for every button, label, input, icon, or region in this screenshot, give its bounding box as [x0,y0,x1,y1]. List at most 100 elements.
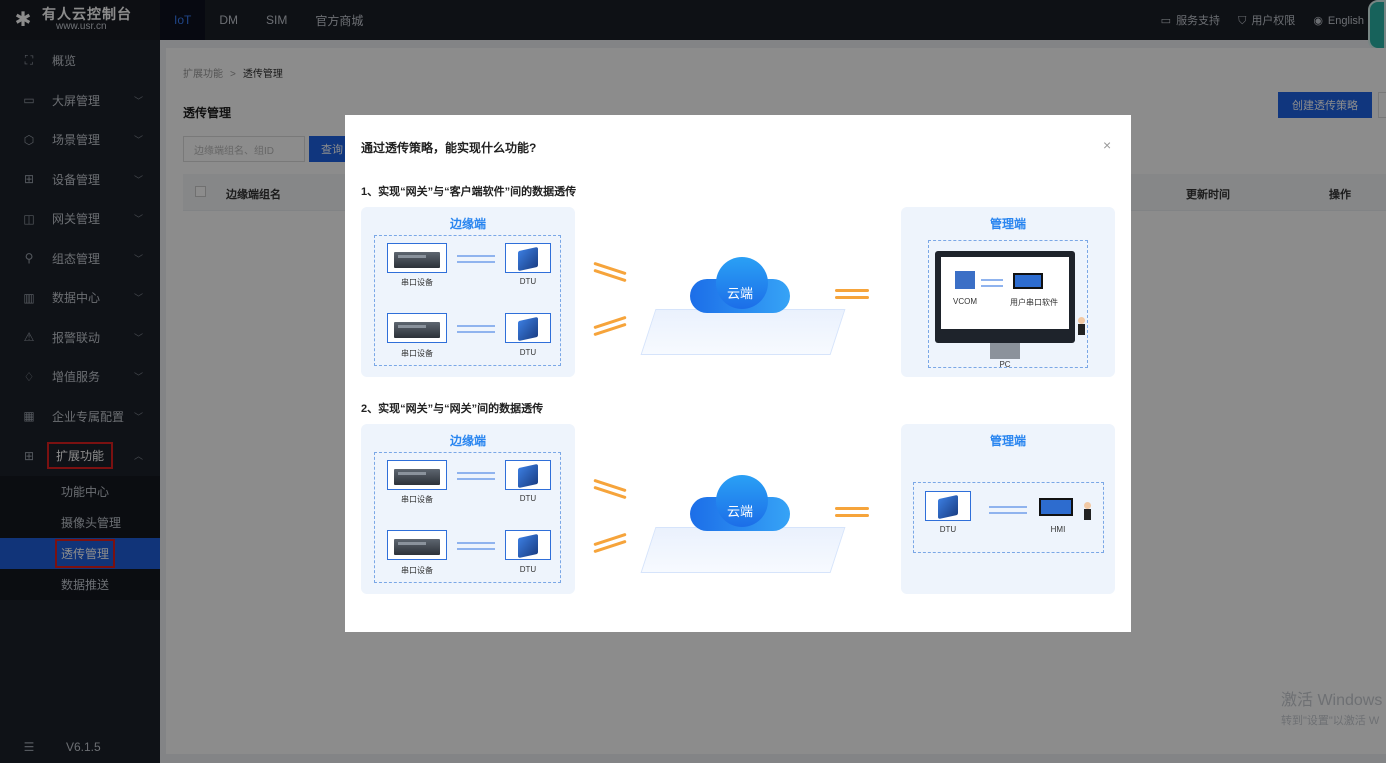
data-flow-arrow-icon [835,287,869,301]
dtu-image [505,530,551,560]
data-flow-arrow-icon [593,315,627,337]
sidebar-item-extension[interactable]: ⊞ 扩展功能 ︿ [23,442,144,470]
serial-device-image [387,243,447,273]
shield-icon: ⛉ [1238,15,1247,27]
sidebar-item-device[interactable]: ⊞ 设备管理 ﹀ [23,172,144,187]
chevron-down-icon: ﹀ [134,372,144,383]
extension-submenu: 功能中心 摄像头管理 透传管理 数据推送 [0,475,160,600]
bidirectional-arrow-icon [457,540,495,552]
dtu-image [925,491,971,521]
breadcrumb-item-current: 透传管理 [242,69,283,80]
user-permission-link[interactable]: ⛉用户权限 [1238,15,1296,27]
tab-dm[interactable]: DM [219,13,239,27]
serial-device-label: 串口设备 [401,566,433,575]
tab-iot[interactable]: IoT [160,0,206,40]
service-support-link[interactable]: ▭服务支持 [1160,15,1221,27]
globe-icon: ◉ [1313,14,1323,27]
usr-logo-icon: ✱ [14,9,32,31]
logo[interactable]: ✱ 有人云控制台 www.usr.cn [0,0,160,40]
sidebar-footer: ☰ V6.1.5 [0,731,160,763]
vcom-label: VCOM [953,297,977,306]
device-icon: ⊞ [23,172,35,187]
chat-icon: ▭ [1160,15,1172,27]
breadcrumb: 扩展功能 > 透传管理 [183,65,283,80]
version-label: V6.1.5 [66,740,101,754]
chevron-down-icon: ﹀ [134,293,144,304]
section-1-management-panel: 管理端 VCOM 用户串口软件 PC [901,207,1115,377]
bidirectional-arrow-icon [457,253,495,265]
submenu-item-camera[interactable]: 摄像头管理 [61,515,122,530]
serial-device-image [387,313,447,343]
language-switch[interactable]: ◉English [1313,14,1364,27]
serial-device-label: 串口设备 [401,278,433,287]
config-icon: ⚲ [24,251,34,266]
management-device-group [913,482,1104,553]
tab-store[interactable]: 官方商城 [315,13,364,28]
column-header-op: 操作 [1329,189,1351,201]
serial-device-image [387,530,447,560]
sidebar-item-value-added[interactable]: ♢ 增值服务 ﹀ [23,369,144,385]
chevron-down-icon: ﹀ [134,253,144,264]
sidebar-item-screen[interactable]: ▭ 大屏管理 ﹀ [23,93,144,108]
monitor-stand [990,343,1020,359]
column-header-time: 更新时间 [1186,189,1230,201]
tab-sim[interactable]: SIM [266,13,288,27]
data-center-icon: ▥ [23,290,35,305]
breadcrumb-item-extension[interactable]: 扩展功能 [183,69,223,80]
submenu-item-passthrough[interactable]: 透传管理 [0,537,160,569]
search-input[interactable]: 边缘端组名、组ID [183,136,305,162]
sidebar-item-data-center[interactable]: ▥ 数据中心 ﹀ [23,290,144,306]
dashboard-icon: ⛶ [24,53,34,68]
extension-icon: ⊞ [23,448,35,463]
select-all-checkbox[interactable] [195,186,206,197]
query-button[interactable]: 查询 [309,136,349,162]
submenu-item-function-center[interactable]: 功能中心 [61,484,110,499]
bidirectional-arrow-icon [981,277,1003,289]
data-flow-arrow-icon [593,261,627,283]
sidebar-item-alarm[interactable]: ⚠ 报警联动 ﹀ [23,330,144,345]
serial-device-label: 串口设备 [401,349,433,358]
submenu-item-data-push[interactable]: 数据推送 [61,577,110,592]
sidebar-item-overview[interactable]: ⛶ 概览 [0,41,160,81]
dtu-label: DTU [939,525,957,534]
sidebar: ✱ 有人云控制台 www.usr.cn ⛶ 概览 ▭ 大屏管理 ﹀ ⬡ 场景管理… [0,0,160,763]
windows-activation-watermark: 激活 Windows 转到"设置"以激活 W [1281,692,1383,727]
close-icon[interactable]: × [1103,137,1112,153]
sidebar-item-config[interactable]: ⚲ 组态管理 ﹀ [0,239,160,279]
edge-panel-title: 边缘端 [449,434,486,448]
person-icon [1075,317,1087,339]
dtu-label: DTU [519,348,537,357]
diamond-icon: ♢ [23,369,35,384]
section-1-title: 1、实现“网关”与“客户端软件”间的数据透传 [361,186,577,198]
scene-icon: ⬡ [23,132,35,147]
chevron-down-icon: ﹀ [134,135,144,146]
section-1-edge-panel: 边缘端 串口设备 DTU 串口设备 DTU [361,207,575,377]
dtu-image [505,313,551,343]
chevron-down-icon: ﹀ [134,214,144,225]
logo-url: www.usr.cn [56,21,107,33]
serial-device-label: 串口设备 [401,495,433,504]
vcom-icon [955,271,975,289]
data-flow-arrow-icon [593,532,627,554]
breadcrumb-separator-icon: > [230,69,236,80]
sidebar-item-gateway[interactable]: ◫ 网关管理 ﹀ [23,211,144,227]
edge-device-group [374,235,561,366]
serial-device-image [387,460,447,490]
data-flow-arrow-icon [835,505,869,519]
pc-monitor-image: VCOM 用户串口软件 [935,251,1075,343]
passthrough-info-modal: 通过透传策略，能实现什么功能? × 1、实现“网关”与“客户端软件”间的数据透传… [345,115,1131,632]
section-2-management-panel: 管理端 DTU HMI [901,424,1115,594]
collapse-menu-icon[interactable]: ☰ [23,740,35,754]
sidebar-item-enterprise[interactable]: ▦ 企业专属配置 ﹀ [23,409,144,424]
software-label: 用户串口软件 [1010,298,1058,307]
dtu-label: DTU [519,277,537,286]
person-icon [1081,502,1093,524]
modal-title: 通过透传策略，能实现什么功能? [361,141,537,155]
edge-panel-title: 边缘端 [449,217,486,231]
screen-icon: ▭ [23,93,35,108]
enterprise-icon: ▦ [23,409,35,424]
hmi-image [1039,498,1073,516]
secondary-button[interactable] [1378,92,1386,118]
sidebar-item-scene[interactable]: ⬡ 场景管理 ﹀ [23,132,144,148]
create-strategy-button[interactable]: 创建透传策略 [1278,92,1372,118]
